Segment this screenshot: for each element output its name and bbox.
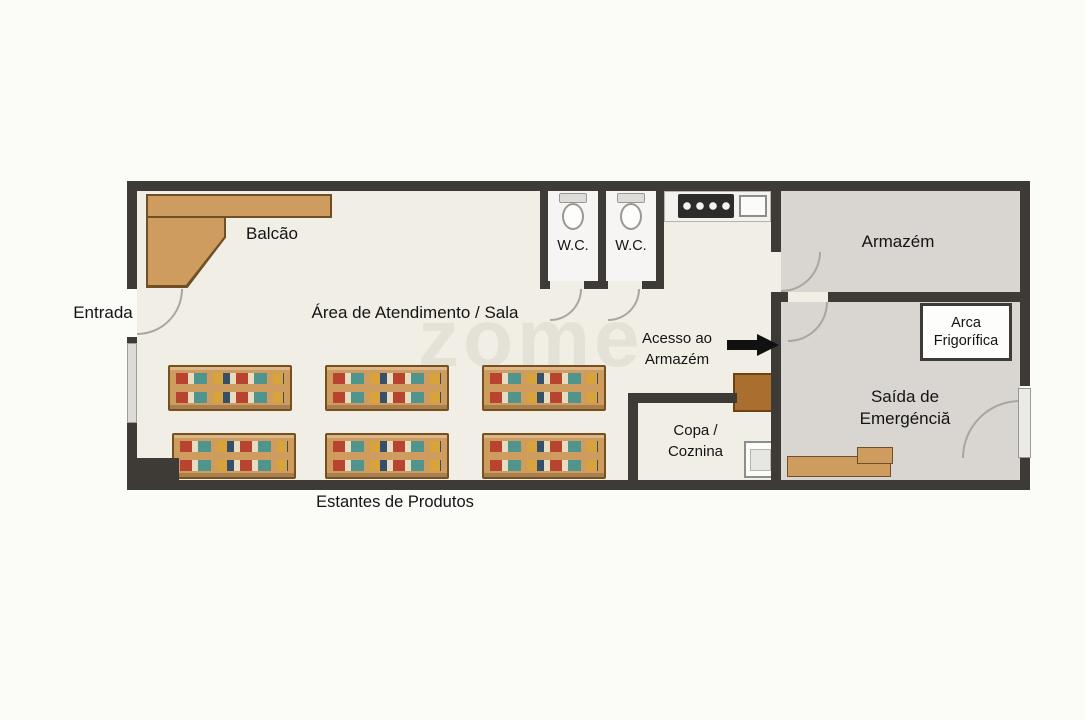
saida-emergencia-label: Saída de Emergénciă [859, 387, 951, 428]
wall-segment [628, 393, 737, 403]
wc-right-label: W.C. [615, 238, 647, 254]
wall-segment [540, 181, 548, 289]
armazem-label: Armazém [861, 232, 935, 251]
wall-segment [1020, 181, 1030, 386]
access-arrow-head-icon [757, 334, 779, 356]
copa-cozinha-label: Copa / Coznina [667, 422, 724, 460]
copa-appliance-panel [750, 449, 771, 471]
wall-segment [137, 458, 179, 480]
balcao-counter-top [146, 194, 332, 218]
wall-segment [771, 292, 788, 302]
acesso-armazem-label: Acesso ao Armazém [641, 330, 713, 368]
sala-label: Área de Atendimento / Sala [311, 303, 519, 322]
product-shelf [168, 365, 292, 411]
toilet-tank-left-icon [559, 193, 587, 203]
emergency-exit-door-leaf [1018, 388, 1031, 458]
access-arrow-icon [727, 340, 757, 350]
wall-segment [598, 281, 608, 289]
wall-segment [771, 302, 781, 480]
wall-segment [828, 292, 1030, 302]
copa-door-leaf [733, 373, 773, 412]
wc-left-label: W.C. [557, 238, 589, 254]
toilet-bowl-right-icon [620, 203, 642, 230]
sink-icon [739, 195, 767, 217]
cooktop-icon [678, 194, 734, 218]
entrada-window-panel [127, 343, 137, 423]
wall-segment [642, 281, 656, 289]
saida-bench-small [857, 447, 893, 464]
entrada-label: Entrada [73, 303, 133, 322]
wall-segment [540, 281, 550, 289]
wall-segment [127, 480, 1030, 490]
wall-segment [656, 181, 664, 289]
wall-segment [628, 393, 638, 480]
product-shelf [482, 433, 606, 479]
wall-segment [127, 181, 1030, 191]
product-shelf [325, 433, 449, 479]
wall-segment [771, 181, 781, 252]
arca-frigorifica-box: Arca Frigorífica [920, 303, 1012, 361]
wall-segment [1020, 458, 1030, 490]
product-shelf [325, 365, 449, 411]
toilet-bowl-left-icon [562, 203, 584, 230]
toilet-tank-right-icon [617, 193, 645, 203]
product-shelf [482, 365, 606, 411]
estantes-label: Estantes de Produtos [316, 493, 474, 511]
balcao-label: Balcão [246, 224, 298, 243]
wall-segment [598, 181, 606, 289]
product-shelf [172, 433, 296, 479]
room-armazem-floor [781, 191, 1020, 292]
wall-segment [127, 181, 137, 289]
wall-segment [584, 281, 598, 289]
